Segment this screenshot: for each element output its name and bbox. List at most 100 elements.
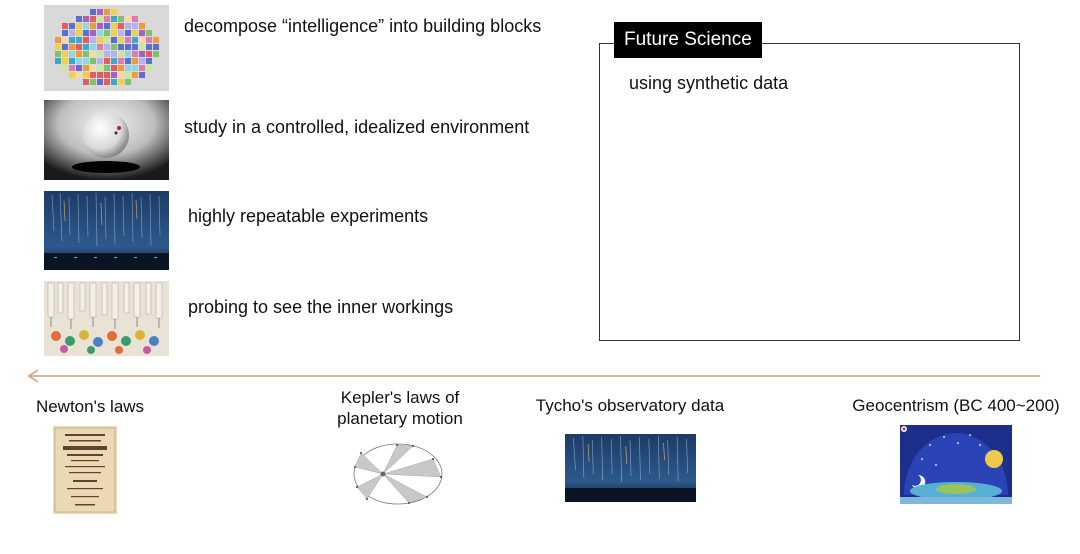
timeline-label-geocentrism: Geocentrism (BC 400~200) bbox=[836, 395, 1076, 416]
brain-block bbox=[97, 37, 103, 43]
brain-block bbox=[69, 51, 75, 57]
brain-block bbox=[139, 58, 145, 64]
brain-block bbox=[139, 65, 145, 71]
star-trails-image bbox=[44, 191, 169, 270]
brain-block bbox=[76, 23, 82, 29]
brain-block bbox=[146, 51, 152, 57]
brain-block bbox=[118, 72, 124, 78]
brain-block bbox=[83, 79, 89, 85]
brain-block bbox=[139, 44, 145, 50]
brain-block bbox=[132, 16, 138, 22]
brain-block bbox=[90, 23, 96, 29]
brain-block bbox=[125, 65, 131, 71]
brain-block bbox=[104, 58, 110, 64]
brain-block bbox=[62, 51, 68, 57]
kepler-orbit-image bbox=[347, 437, 449, 511]
brain-block bbox=[83, 23, 89, 29]
brain-block bbox=[139, 72, 145, 78]
brain-block bbox=[76, 65, 82, 71]
brain-block bbox=[118, 44, 124, 50]
brain-block bbox=[111, 37, 117, 43]
tycho-label-line-1: Tycho's observatory data bbox=[535, 396, 725, 415]
brain-block bbox=[111, 9, 117, 15]
brain-block bbox=[118, 16, 124, 22]
brain-block bbox=[83, 16, 89, 22]
brain-block bbox=[55, 51, 61, 57]
timeline-arrow bbox=[27, 369, 1040, 383]
newton-label-line-1: Newton's laws bbox=[35, 397, 145, 416]
brain-block bbox=[125, 16, 131, 22]
brain-block bbox=[55, 58, 61, 64]
brain-block bbox=[139, 37, 145, 43]
brain-block bbox=[104, 72, 110, 78]
sphere-image bbox=[44, 100, 169, 180]
timeline-arrowhead bbox=[27, 369, 39, 383]
timeline-label-tycho: Tycho's observatory data bbox=[510, 395, 750, 416]
brain-block bbox=[55, 37, 61, 43]
brain-block bbox=[118, 37, 124, 43]
brain-block bbox=[125, 79, 131, 85]
brain-block bbox=[125, 51, 131, 57]
brain-block bbox=[97, 79, 103, 85]
brain-block bbox=[97, 51, 103, 57]
brain-block bbox=[125, 44, 131, 50]
brain-block bbox=[69, 44, 75, 50]
brain-block bbox=[83, 37, 89, 43]
principia-image bbox=[53, 426, 117, 514]
brain-block bbox=[69, 23, 75, 29]
brain-block bbox=[146, 37, 152, 43]
brain-block bbox=[76, 51, 82, 57]
tycho-star-trails-image bbox=[565, 434, 696, 502]
brain-block bbox=[83, 58, 89, 64]
brain-block bbox=[118, 51, 124, 57]
brain-block bbox=[69, 37, 75, 43]
brain-block bbox=[111, 79, 117, 85]
brain-block bbox=[97, 72, 103, 78]
brain-block bbox=[104, 16, 110, 22]
brain-block bbox=[69, 65, 75, 71]
brain-block bbox=[111, 58, 117, 64]
brain-block bbox=[104, 51, 110, 57]
brain-block bbox=[118, 58, 124, 64]
brain-block bbox=[97, 65, 103, 71]
brain-block bbox=[118, 65, 124, 71]
brain-block bbox=[146, 44, 152, 50]
future-science-body: using synthetic data bbox=[629, 73, 789, 93]
geocentric-dome-image bbox=[900, 425, 1012, 504]
brain-block bbox=[83, 30, 89, 36]
brain-block bbox=[76, 58, 82, 64]
brain-block bbox=[62, 65, 68, 71]
timeline-label-kepler: Kepler's laws of planetary motion bbox=[310, 387, 490, 429]
brain-block bbox=[83, 72, 89, 78]
brain-block bbox=[132, 44, 138, 50]
brain-block bbox=[132, 58, 138, 64]
lab-probing-image bbox=[44, 281, 169, 356]
brain-block bbox=[69, 30, 75, 36]
brain-block bbox=[153, 51, 159, 57]
brain-block bbox=[104, 9, 110, 15]
brain-block bbox=[76, 16, 82, 22]
brain-block bbox=[132, 23, 138, 29]
row-3-text: highly repeatable experiments bbox=[188, 206, 429, 226]
brain-block bbox=[104, 65, 110, 71]
future-science-box bbox=[599, 43, 1020, 341]
brain-block bbox=[139, 51, 145, 57]
brain-block bbox=[104, 44, 110, 50]
brain-block bbox=[97, 44, 103, 50]
row-4-text: probing to see the inner workings bbox=[188, 297, 454, 317]
brain-block bbox=[104, 23, 110, 29]
brain-block bbox=[111, 30, 117, 36]
brain-block bbox=[90, 9, 96, 15]
brain-block bbox=[146, 30, 152, 36]
brain-block bbox=[90, 44, 96, 50]
brain-block bbox=[139, 30, 145, 36]
brain-block bbox=[69, 58, 75, 64]
brain-block bbox=[62, 44, 68, 50]
brain-block bbox=[90, 58, 96, 64]
brain-block bbox=[111, 72, 117, 78]
brain-block bbox=[83, 65, 89, 71]
future-science-title: Future Science bbox=[614, 22, 762, 58]
brain-block bbox=[139, 23, 145, 29]
brain-block bbox=[146, 65, 152, 71]
brain-block bbox=[90, 79, 96, 85]
